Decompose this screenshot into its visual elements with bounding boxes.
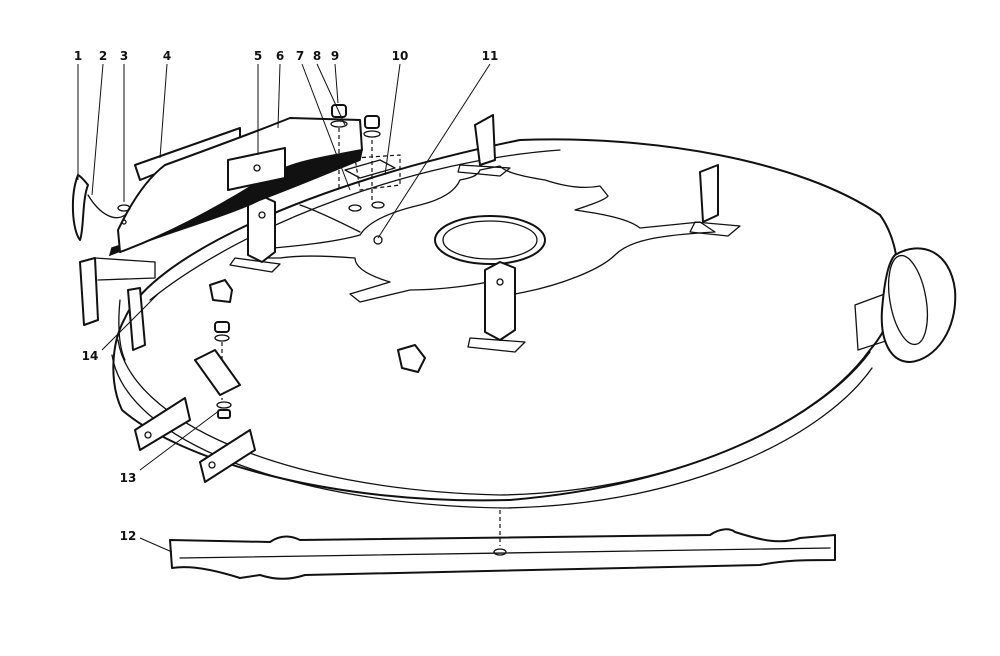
callout-labels: 1 2 3 4 5 6 7 8 9 10 11 12 13 14 <box>74 49 499 543</box>
callout-9: 9 <box>331 49 339 63</box>
hairpin-clip <box>71 174 131 241</box>
leader-lines <box>77 63 491 553</box>
mower-blade <box>169 510 836 580</box>
front-shield <box>79 117 363 351</box>
deck-housing <box>111 114 957 509</box>
callout-2: 2 <box>99 49 107 63</box>
callout-3: 3 <box>120 49 128 63</box>
callout-8: 8 <box>313 49 321 63</box>
callout-6: 6 <box>276 49 284 63</box>
callout-4: 4 <box>163 49 171 63</box>
callout-7: 7 <box>296 49 304 63</box>
callout-1: 1 <box>74 49 82 63</box>
callout-12: 12 <box>120 529 137 543</box>
callout-5: 5 <box>254 49 262 63</box>
callout-14: 14 <box>82 349 99 363</box>
callout-13: 13 <box>120 471 137 485</box>
callout-10: 10 <box>392 49 409 63</box>
callout-11: 11 <box>482 49 499 63</box>
hitch-bracket <box>134 321 256 483</box>
